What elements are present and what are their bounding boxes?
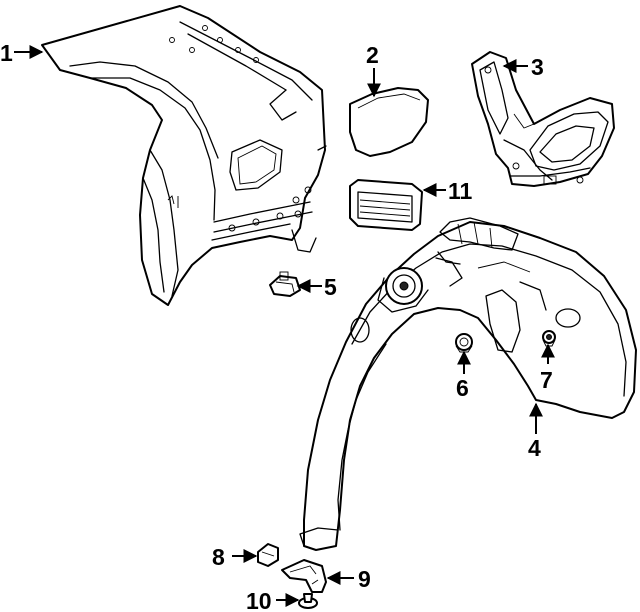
callout-11: 11: [448, 178, 473, 204]
screw-part-10: [298, 593, 318, 609]
callout-8: 8: [212, 544, 225, 570]
push-pin-part-7: [542, 330, 556, 347]
callout-4: 4: [528, 435, 541, 461]
quarter-panel-part-1: [41, 5, 327, 306]
vent-part-11: [349, 179, 423, 231]
callout-5: 5: [324, 274, 337, 300]
wheelhouse-liner-part-4: [299, 217, 637, 551]
callout-6: 6: [456, 375, 469, 401]
callout-9: 9: [358, 566, 371, 592]
grommet-part-6: [455, 333, 473, 353]
callout-1: 1: [0, 40, 13, 66]
callout-2: 2: [366, 42, 379, 68]
callout-numbers: 1 2 3 4 5 6 7 8 9 10 11: [0, 40, 553, 612]
fuel-housing-part-3: [471, 51, 615, 187]
clip-part-5: [269, 271, 301, 297]
callout-3: 3: [531, 54, 544, 80]
callout-10: 10: [246, 588, 272, 612]
fuel-door-part-2: [349, 87, 429, 157]
callout-7: 7: [540, 367, 553, 393]
bracket-plate-part-9: [281, 559, 327, 593]
bracket-part-8: [257, 543, 279, 567]
leader-lines: [14, 45, 555, 607]
